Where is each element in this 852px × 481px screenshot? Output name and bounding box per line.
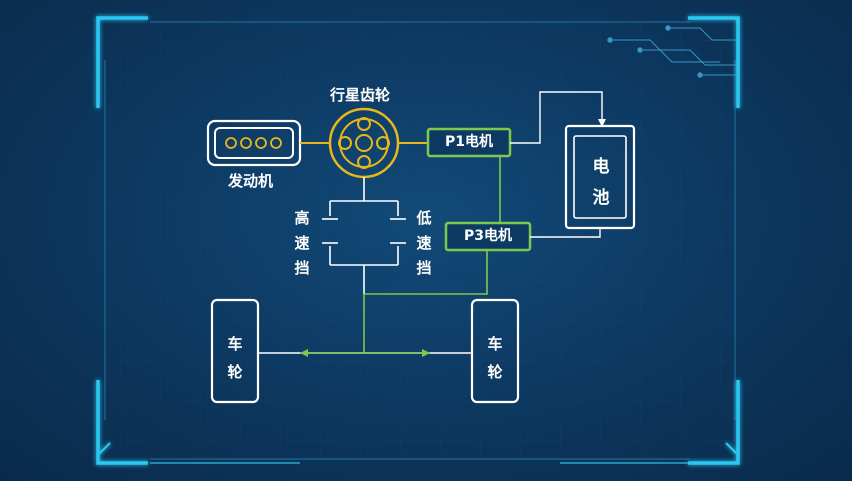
corner-top-left xyxy=(96,16,148,108)
wheel-axle xyxy=(258,349,472,357)
corner-bottom-left xyxy=(96,380,148,465)
wheel-left-label: 车轮 xyxy=(227,335,243,381)
engine-label: 发动机 xyxy=(228,172,274,190)
p1-battery-arrow xyxy=(598,119,606,127)
wheel-right-label: 车轮 xyxy=(487,335,503,381)
battery-label: 电池 xyxy=(592,157,610,208)
wheel-left-box xyxy=(210,298,260,404)
circuit-decoration xyxy=(607,25,740,78)
hud-corner-brackets xyxy=(96,16,740,465)
background-grid xyxy=(105,22,735,459)
p1-battery-wire xyxy=(510,91,603,144)
hud-frame xyxy=(104,21,736,460)
p1-motor-label: P1电机 xyxy=(444,134,493,150)
p3-battery-wire xyxy=(530,228,601,238)
planetary-gear-label: 行星齿轮 xyxy=(330,86,391,104)
wheel-right-box xyxy=(470,298,520,404)
corner-bottom-right xyxy=(688,380,740,465)
gear-clutch-structure xyxy=(322,200,406,294)
p3-motor-label: P3电机 xyxy=(463,228,512,244)
high-gear-label: 高速挡 xyxy=(294,209,310,277)
p3-axle-link xyxy=(364,250,488,295)
low-gear-label: 低速挡 xyxy=(416,209,432,277)
corner-top-right xyxy=(688,16,740,108)
